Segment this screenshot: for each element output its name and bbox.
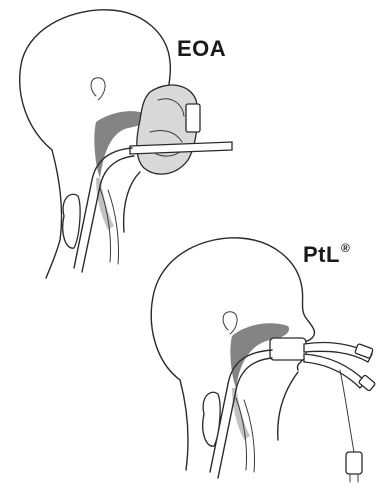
ptl-neck-back xyxy=(180,380,188,470)
ptl-label-text: PtL xyxy=(303,242,340,267)
ptl-pilot-balloon xyxy=(346,452,362,474)
ptl-label: PtL® xyxy=(303,242,350,268)
ptl-registered-mark: ® xyxy=(341,241,350,255)
ptl-cuff xyxy=(203,392,220,446)
ptl-esophageal-tube-inner xyxy=(218,358,272,478)
ptl-neck-front xyxy=(278,372,298,440)
eoa-label-text: EOA xyxy=(177,36,226,61)
eoa-label: EOA xyxy=(177,36,226,62)
eoa-cuff xyxy=(63,194,80,248)
eoa-neck-front xyxy=(124,172,140,232)
ptl-tube-lower xyxy=(304,354,366,388)
ptl-ear xyxy=(223,312,237,334)
ptl-bite-block xyxy=(270,338,306,360)
ptl-illustration xyxy=(151,238,375,482)
eoa-neck-back xyxy=(46,150,62,278)
ptl-pilot-valve xyxy=(350,474,358,482)
eoa-ear xyxy=(91,78,105,100)
ptl-pilot-line xyxy=(340,370,354,452)
eoa-mask-port xyxy=(186,104,200,132)
